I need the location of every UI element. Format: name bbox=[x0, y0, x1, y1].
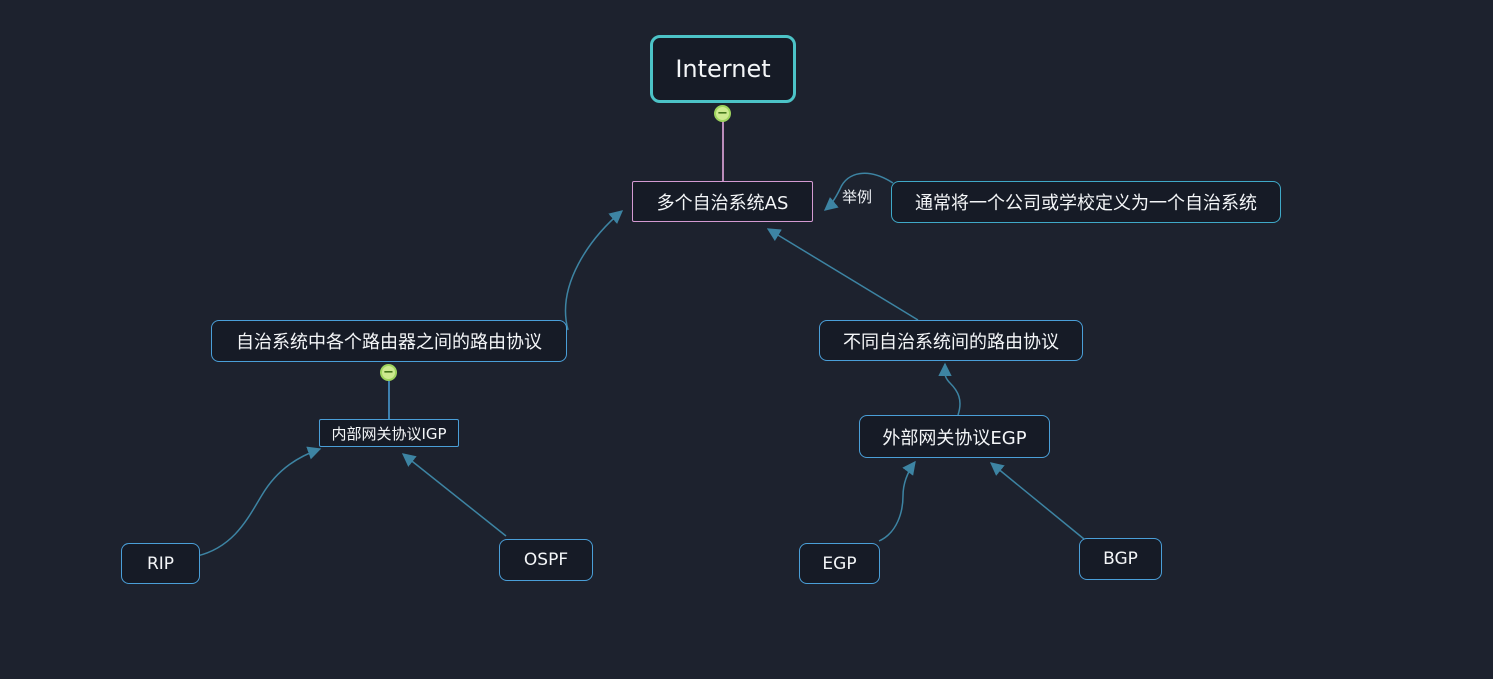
node-ospf-label: OSPF bbox=[523, 550, 569, 570]
node-multiple-as[interactable]: 多个自治系统AS bbox=[632, 181, 813, 222]
node-ospf[interactable]: OSPF bbox=[499, 539, 593, 581]
node-bgp[interactable]: BGP bbox=[1079, 538, 1162, 580]
node-egp-protocol[interactable]: 外部网关协议EGP bbox=[859, 415, 1050, 458]
node-as-example[interactable]: 通常将一个公司或学校定义为一个自治系统 bbox=[891, 181, 1281, 223]
node-rip-label: RIP bbox=[146, 553, 175, 574]
node-egp-protocol-label: 外部网关协议EGP bbox=[882, 427, 1027, 449]
node-intra-as-routing-label: 自治系统中各个路由器之间的路由协议 bbox=[236, 332, 542, 353]
node-bgp-label: BGP bbox=[1103, 549, 1138, 569]
node-igp-label: 内部网关协议IGP bbox=[331, 424, 447, 443]
node-igp[interactable]: 内部网关协议IGP bbox=[319, 419, 459, 447]
node-internet-label: Internet bbox=[675, 55, 771, 83]
edge-rip-to-igp bbox=[196, 446, 322, 557]
node-multiple-as-label: 多个自治系统AS bbox=[656, 192, 789, 214]
node-intra-as-routing[interactable]: 自治系统中各个路由器之间的路由协议 bbox=[211, 320, 567, 362]
node-as-example-label: 通常将一个公司或学校定义为一个自治系统 bbox=[915, 193, 1257, 214]
node-inter-as-routing[interactable]: 不同自治系统间的路由协议 bbox=[819, 320, 1083, 361]
edge-label-example[interactable]: 举例 bbox=[842, 188, 873, 206]
edge-ospf-to-igp bbox=[401, 453, 507, 537]
node-egp[interactable]: EGP bbox=[799, 543, 880, 584]
node-egp-label: EGP bbox=[822, 553, 857, 574]
edge-intra-to-as bbox=[564, 210, 624, 331]
node-rip[interactable]: RIP bbox=[121, 543, 200, 584]
edge-egp-to-inter bbox=[938, 362, 961, 416]
edge-inter-to-as bbox=[766, 228, 919, 321]
collapse-minus-icon[interactable]: − bbox=[714, 105, 731, 122]
edge-bgp-to-egp bbox=[989, 462, 1085, 540]
edge-egpleaf-to-egp bbox=[878, 460, 916, 542]
node-internet[interactable]: Internet bbox=[650, 35, 796, 103]
node-inter-as-routing-label: 不同自治系统间的路由协议 bbox=[843, 331, 1059, 353]
collapse-minus-icon[interactable]: − bbox=[380, 364, 397, 381]
